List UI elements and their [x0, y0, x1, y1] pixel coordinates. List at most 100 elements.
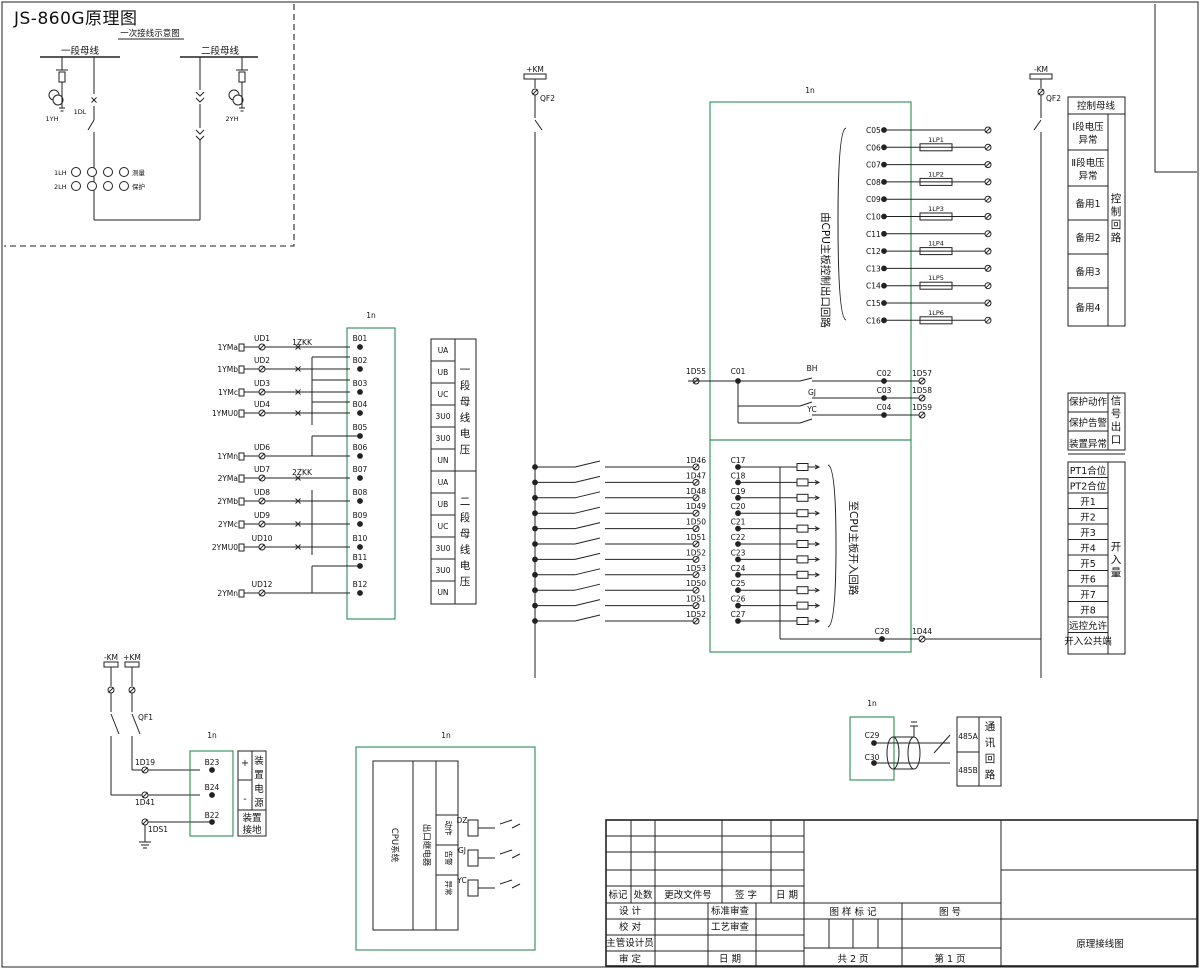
link-plate-label: 1LP6: [928, 309, 944, 317]
input-terminal: [238, 343, 245, 352]
signal-c-label: C02: [877, 369, 892, 378]
terminal-slash: [259, 366, 265, 372]
ground-label: 接地: [242, 824, 262, 836]
binary-row-label: 开入公共端: [1064, 636, 1112, 648]
wire: [295, 366, 301, 372]
terminal-dot: [881, 213, 887, 220]
bus-1-label: 一段母线: [61, 45, 100, 57]
power-side-label: 源: [254, 798, 264, 809]
wire: [295, 410, 301, 416]
ud-label: UD9: [254, 511, 270, 520]
voltage-signal-label: UB: [438, 500, 449, 509]
fuse-symbol: [58, 71, 66, 83]
control-row-label: 备用1: [1075, 198, 1100, 210]
binary-c-label: C21: [731, 518, 746, 527]
terminal-slash: [919, 636, 925, 642]
voltage-signal-label: UN: [437, 588, 448, 597]
voltage-signal-label: UB: [438, 368, 449, 377]
ct-function-label: 保护: [132, 182, 145, 191]
voltage-group-label: 电: [460, 427, 471, 440]
qf2-label-right: QF2: [1046, 94, 1061, 103]
ct-coil-symbol: [103, 167, 113, 177]
d44-label: 1D44: [912, 627, 932, 636]
pt-winding-symbol: [52, 94, 64, 106]
terminal-dot: [357, 366, 363, 372]
voltage-input-label: 2YMU0: [212, 543, 238, 552]
signal-side-label: 号: [1111, 408, 1122, 420]
wire: [799, 401, 813, 407]
arrow-symbol: [814, 464, 821, 470]
terminal-slash: [259, 521, 265, 527]
relay-label: 出口继电器: [421, 824, 432, 867]
binary-c-label: C20: [731, 502, 746, 511]
binary-d-label: 1D51: [686, 595, 706, 604]
signal-c-label: C03: [877, 386, 892, 395]
terminal-slash: [693, 571, 699, 578]
control-row-label: 备用2: [1075, 232, 1100, 244]
control-side-label: 路: [1111, 231, 1122, 244]
voltage-signal-label: UN: [437, 456, 448, 465]
ud-label: UD6: [254, 443, 270, 452]
voltage-input-label: 1YMn: [217, 452, 238, 461]
neg-km-label: -KM: [104, 653, 118, 662]
b-terminal-label: B02: [353, 356, 368, 365]
voltage-group-label: 压: [460, 444, 471, 456]
terminal-slash: [693, 525, 699, 532]
b-terminal-label: B01: [353, 334, 368, 343]
terminal-slash: [693, 556, 699, 563]
binary-d-label: 1D53: [686, 564, 706, 573]
comm-side-label: 通: [985, 721, 996, 733]
voltage-group-label: 电: [460, 559, 471, 572]
terminal-slash: [693, 541, 699, 547]
b-terminal-label: B06: [353, 443, 368, 452]
binary-row-label: 开8: [1080, 606, 1096, 617]
ud-label: UD1: [254, 334, 270, 343]
zkk1-label: 1ZKK: [292, 338, 313, 347]
binary-c-label: C26: [731, 595, 746, 604]
power-side-label: 置: [254, 770, 264, 781]
arrow-symbol: [814, 526, 821, 532]
binary-d-label: 1D48: [686, 487, 706, 496]
binary-brace: [827, 464, 837, 628]
wire: [91, 97, 97, 103]
control-terminal-label: C11: [866, 230, 881, 239]
wire: [511, 823, 521, 829]
voltage-group-label: 母: [460, 528, 471, 540]
pos-km-label: +KM: [526, 65, 544, 74]
binary-row-label: 开6: [1080, 575, 1096, 586]
wire: [534, 119, 543, 131]
titleblock-header: 更改文件号: [664, 889, 712, 901]
plus-label: +: [241, 758, 249, 769]
voltage-group-label: 段: [460, 379, 471, 392]
terminal-slash: [985, 213, 991, 220]
b-terminal-label: B12: [353, 580, 368, 589]
terminal-slash: [259, 389, 265, 395]
control-vertical-caption: 由CPU主板控制出口回路: [819, 212, 832, 328]
wire: [131, 713, 141, 735]
c28-label: C28: [875, 627, 890, 636]
arrow-symbol: [814, 495, 821, 501]
drawing-name-label: 原理接线图: [1076, 938, 1124, 950]
signal-side-label: 口: [1111, 434, 1122, 446]
voltage-input-label: 2YMb: [217, 497, 238, 506]
power-terminal-box: [189, 750, 234, 837]
binary-c-label: C22: [731, 533, 746, 542]
comm-side-label: 讯: [985, 736, 996, 749]
binary-row-label: 开4: [1080, 544, 1096, 555]
terminal-dot: [881, 196, 887, 203]
terminal-slash: [985, 161, 991, 168]
binary-c-label: C24: [731, 564, 746, 573]
titleblock-label: 校 对: [619, 921, 642, 933]
terminal-slash: [129, 687, 135, 693]
terminal-dot: [209, 819, 215, 825]
wire: [574, 537, 601, 545]
device-1n-label: 1n: [441, 731, 451, 740]
terminal-dot: [881, 395, 887, 401]
terminal-slash: [693, 587, 699, 594]
wire: [499, 849, 513, 855]
b-terminal-label: B04: [353, 400, 368, 409]
control-row-label: 备用3: [1075, 266, 1100, 278]
relay-function-label: 告警: [444, 851, 454, 866]
